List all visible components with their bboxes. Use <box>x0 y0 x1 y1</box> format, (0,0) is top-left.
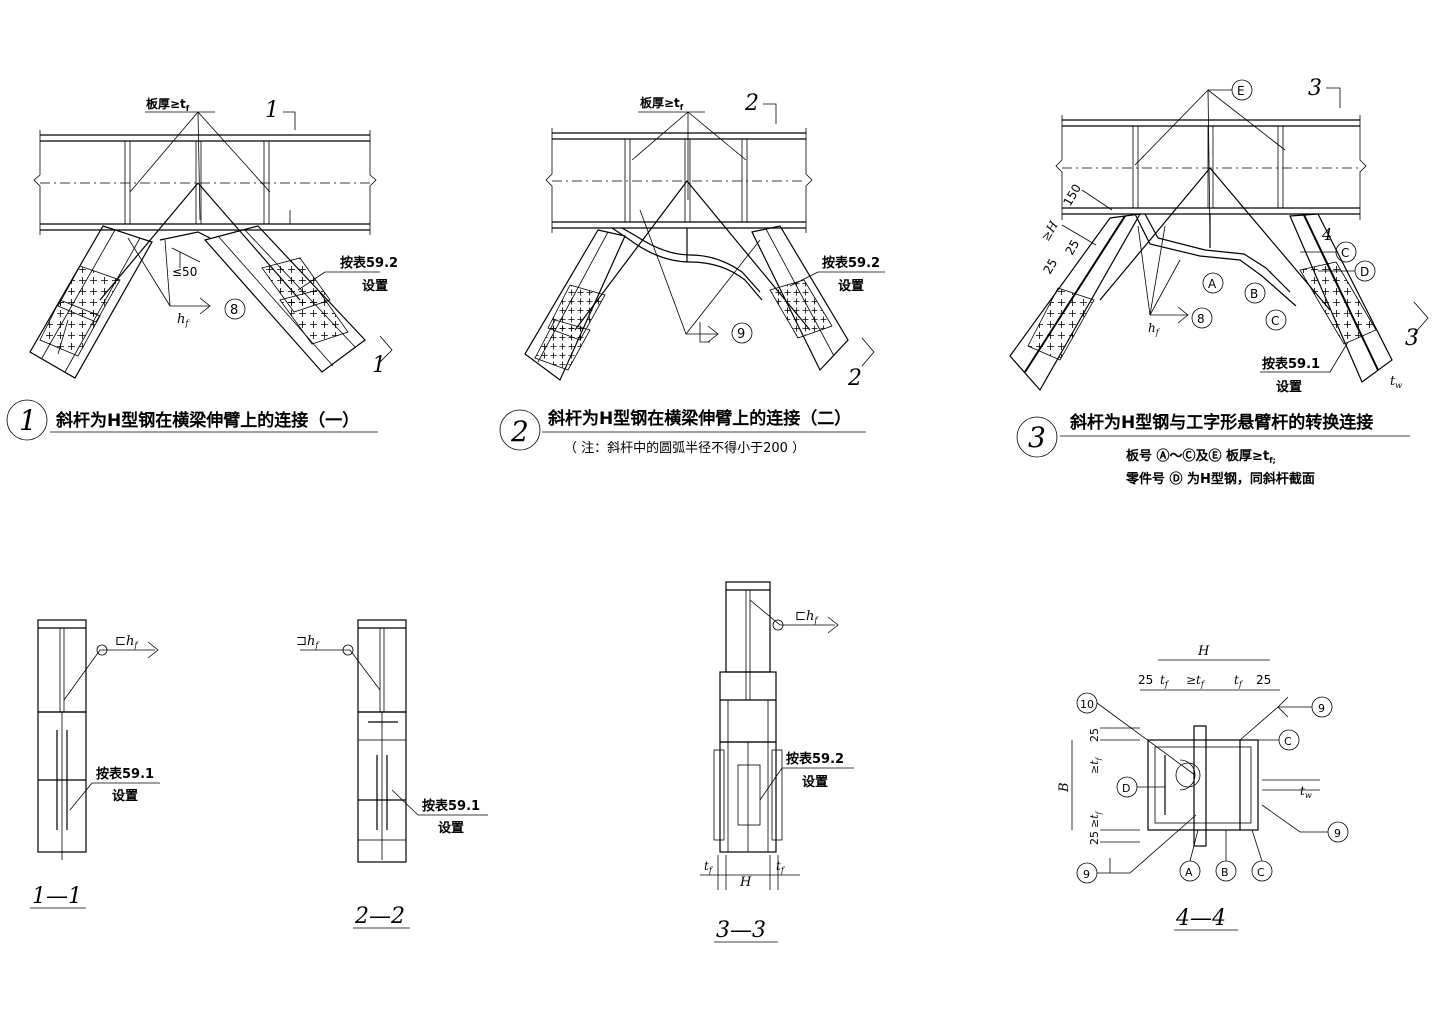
section-label-2-2: 2—2 <box>354 904 405 929</box>
section-mark-3-top: 3 <box>1308 76 1322 101</box>
detail-title-1: 斜杆为H型钢在横梁伸臂上的连接（一） <box>55 410 359 431</box>
section-label-1-1: 1—1 <box>32 884 82 909</box>
weld-circle-8-d3 <box>1191 307 1213 329</box>
section-1-1: ⊏hf 按表59.1 设置 1—1 <box>30 619 160 909</box>
dim-25-a: 25 <box>1040 256 1060 276</box>
svg-text:C: C <box>1271 314 1279 328</box>
tw-label-3: tw <box>1390 374 1402 390</box>
svg-text:9: 9 <box>737 327 745 342</box>
table-ref-3-3: 按表59.2 <box>786 751 844 767</box>
brace-right-1 <box>203 225 366 373</box>
section-2-2: ⊐hf 按表59.1 设置 2—2 <box>296 619 488 929</box>
dim-tf-v2: ≥tf <box>1088 810 1103 828</box>
detail-number-3: 3 <box>1028 421 1046 454</box>
section-label-4-4: 4—4 <box>1175 906 1226 931</box>
weld-label-2-2: ⊐hf <box>296 634 320 650</box>
svg-text:C: C <box>1341 246 1349 260</box>
part-circle-B <box>1244 282 1266 304</box>
dim-ge-H: ≥H <box>1038 218 1061 243</box>
table-ref-1b: 设置 <box>362 279 388 294</box>
dim-25-right-4: 25 <box>1256 673 1271 687</box>
weld-hf-1: hf <box>177 312 190 328</box>
dim-tf-right-3: tf <box>776 859 786 875</box>
section-label-3-3: 3—3 <box>716 918 766 943</box>
detail-number-circle-3 <box>1016 416 1058 458</box>
table-ref-1: 按表59.2 <box>340 255 398 271</box>
weld-label-1-1: ⊏hf <box>115 634 139 650</box>
section-mark-2-top: 2 <box>744 91 759 116</box>
detail-note-2: （ 注：斜杆中的圆弧半径不得小于200 ） <box>564 440 805 456</box>
detail-note-3b: 零件号 Ⓓ 为H型钢，同斜杆截面 <box>1125 471 1315 487</box>
detail-number-2: 2 <box>510 415 529 448</box>
weld-circle-9 <box>731 322 753 344</box>
svg-text:9: 9 <box>1083 868 1090 881</box>
table-ref-2b: 设置 <box>838 279 864 294</box>
plate-note-2: 板厚≥tf <box>640 95 684 112</box>
table-ref-2-2: 按表59.1 <box>422 798 480 814</box>
table-ref-3b: 设置 <box>1276 380 1302 395</box>
dim-tf-left-3: tf <box>704 859 714 875</box>
svg-text:A: A <box>1208 277 1217 291</box>
detail-2: 板厚≥tf 2 2 按表59.2 设置 9 2 斜杆为H型钢在横梁伸臂上的连接（… <box>499 91 885 456</box>
detail-number-circle-2 <box>499 409 541 451</box>
section-mark-3-bottom: 3 <box>1405 326 1419 351</box>
tw-label-4: tw <box>1300 784 1312 800</box>
weld-label-3-3: ⊏hf <box>795 609 819 625</box>
svg-text:C: C <box>1284 735 1292 748</box>
svg-text:A: A <box>1185 866 1193 879</box>
part-circle-C-lower <box>1265 309 1287 331</box>
detail-3: 150 ≥H 25 25 E 3 3 4 A B C C D <box>1009 76 1429 487</box>
svg-text:E: E <box>1237 84 1245 98</box>
plate-note-1: 板厚≥tf <box>146 96 190 113</box>
svg-text:C: C <box>1257 866 1265 879</box>
svg-text:9: 9 <box>1318 702 1325 715</box>
dim-25-v2: 25 <box>1088 831 1101 845</box>
svg-text:9: 9 <box>1334 827 1341 840</box>
weld-hf-3: hf <box>1148 321 1161 337</box>
svg-text:D: D <box>1122 782 1130 795</box>
table-ref-3: 按表59.1 <box>1262 356 1320 372</box>
table-ref-2-2b: 设置 <box>438 821 464 836</box>
table-ref-1-1: 按表59.1 <box>96 766 154 782</box>
svg-text:D: D <box>1360 265 1369 279</box>
brace-left-1 <box>29 225 153 379</box>
dim-25-v1: 25 <box>1088 728 1101 742</box>
dim-tf-mid-4: ≥tf <box>1186 673 1206 689</box>
dim-B-4: B <box>1057 782 1072 793</box>
detail-title-2: 斜杆为H型钢在横梁伸臂上的连接（二） <box>547 408 851 429</box>
svg-text:10: 10 <box>1080 698 1094 711</box>
weld-circle-8 <box>224 298 246 320</box>
svg-text:B: B <box>1221 866 1229 879</box>
dim-tf-left-4: tf <box>1160 673 1170 689</box>
table-ref-1-1b: 设置 <box>112 789 138 804</box>
dim-H-4: H <box>1197 644 1210 659</box>
dim-150: 150 <box>1060 182 1084 209</box>
detail-1: ≤50 板厚≥tf 1 1 按表59.2 设置 8 hf 1 斜杆为H型钢在横梁… <box>6 96 398 441</box>
detail-number-circle-1 <box>6 399 48 441</box>
part-circle-E <box>1231 79 1253 101</box>
dim-H-3: H <box>739 875 752 890</box>
section-mark-2-bottom: 2 <box>847 366 862 391</box>
svg-text:B: B <box>1250 287 1258 301</box>
section-4-4: H 25 tf ≥tf tf 25 B 25 ≥tf ≥tf 25 tw 10 … <box>1057 644 1349 931</box>
section-3-3: ⊏hf 按表59.2 设置 tf tf H 3—3 <box>700 581 854 943</box>
svg-text:8: 8 <box>1197 312 1205 326</box>
table-ref-3-3b: 设置 <box>802 775 828 790</box>
svg-text:8: 8 <box>230 303 238 318</box>
detail-note-3a: 板号 Ⓐ～Ⓒ及Ⓔ 板厚≥tf; <box>1126 448 1276 465</box>
dim-25-b: 25 <box>1062 237 1082 257</box>
dim-25-left-4: 25 <box>1138 673 1153 687</box>
section-mark-1-bottom: 1 <box>372 353 386 378</box>
section-mark-1-top: 1 <box>265 98 279 123</box>
table-ref-2: 按表59.2 <box>822 255 880 271</box>
section-mark-4: 4 <box>1321 225 1332 244</box>
dim-le50: ≤50 <box>172 265 197 279</box>
dim-tf-right-4: tf <box>1234 673 1244 689</box>
part-circle-A <box>1202 272 1224 294</box>
dim-tf-v1: ≥tf <box>1088 756 1103 774</box>
detail-number-1: 1 <box>19 404 37 437</box>
detail-title-3: 斜杆为H型钢与工字形悬臂杆的转换连接 <box>1069 412 1373 433</box>
